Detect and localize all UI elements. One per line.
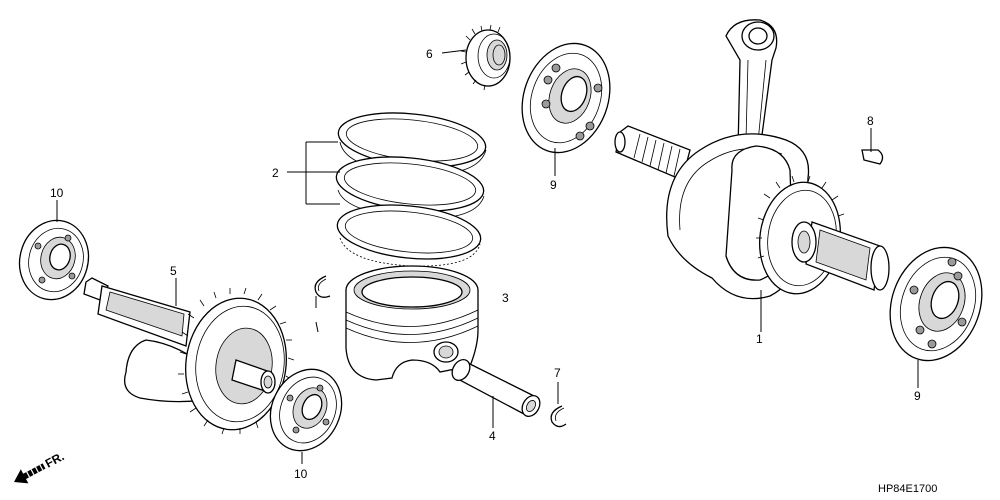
label-part-7: 7 bbox=[554, 366, 561, 380]
piston-ring-set-part-2[interactable] bbox=[334, 106, 489, 267]
label-part-9-top: 9 bbox=[550, 178, 557, 192]
label-part-3: 3 bbox=[502, 291, 509, 305]
diagram-code: HP84E1700 bbox=[878, 483, 937, 495]
bearing-part-10-bottom[interactable] bbox=[257, 358, 354, 463]
label-part-2: 2 bbox=[272, 166, 279, 180]
front-label: FR. bbox=[43, 449, 67, 470]
front-arrow-icon bbox=[14, 463, 46, 484]
label-part-10-left: 10 bbox=[50, 186, 64, 200]
piston-part-3[interactable] bbox=[345, 265, 479, 381]
label-part-6: 6 bbox=[426, 47, 433, 61]
piston-pin-clip-left[interactable] bbox=[314, 275, 331, 298]
crankshaft-part-1[interactable] bbox=[614, 19, 890, 300]
label-part-1: 1 bbox=[756, 332, 763, 346]
woodruff-key-part-8[interactable] bbox=[861, 149, 884, 165]
gear-part-6[interactable] bbox=[460, 24, 511, 91]
label-part-10-bottom: 10 bbox=[294, 467, 308, 481]
balancer-shaft-part-5[interactable] bbox=[83, 277, 295, 436]
leader-lines bbox=[56, 49, 919, 464]
label-part-4: 4 bbox=[489, 429, 496, 443]
bearing-part-10-left[interactable] bbox=[11, 213, 97, 308]
front-direction-indicator: FR. bbox=[14, 449, 67, 484]
piston-pin-clip-part-7[interactable] bbox=[550, 405, 567, 428]
label-part-9-right: 9 bbox=[914, 389, 921, 403]
piston-pin-part-4[interactable] bbox=[449, 356, 544, 419]
label-part-5: 5 bbox=[170, 264, 177, 278]
label-part-8: 8 bbox=[867, 114, 874, 128]
bearing-part-9-right[interactable] bbox=[875, 234, 997, 373]
part-number-labels: 6 2 9 8 10 5 3 1 7 9 4 10 bbox=[50, 47, 921, 481]
bearing-part-9-top[interactable] bbox=[507, 31, 624, 165]
